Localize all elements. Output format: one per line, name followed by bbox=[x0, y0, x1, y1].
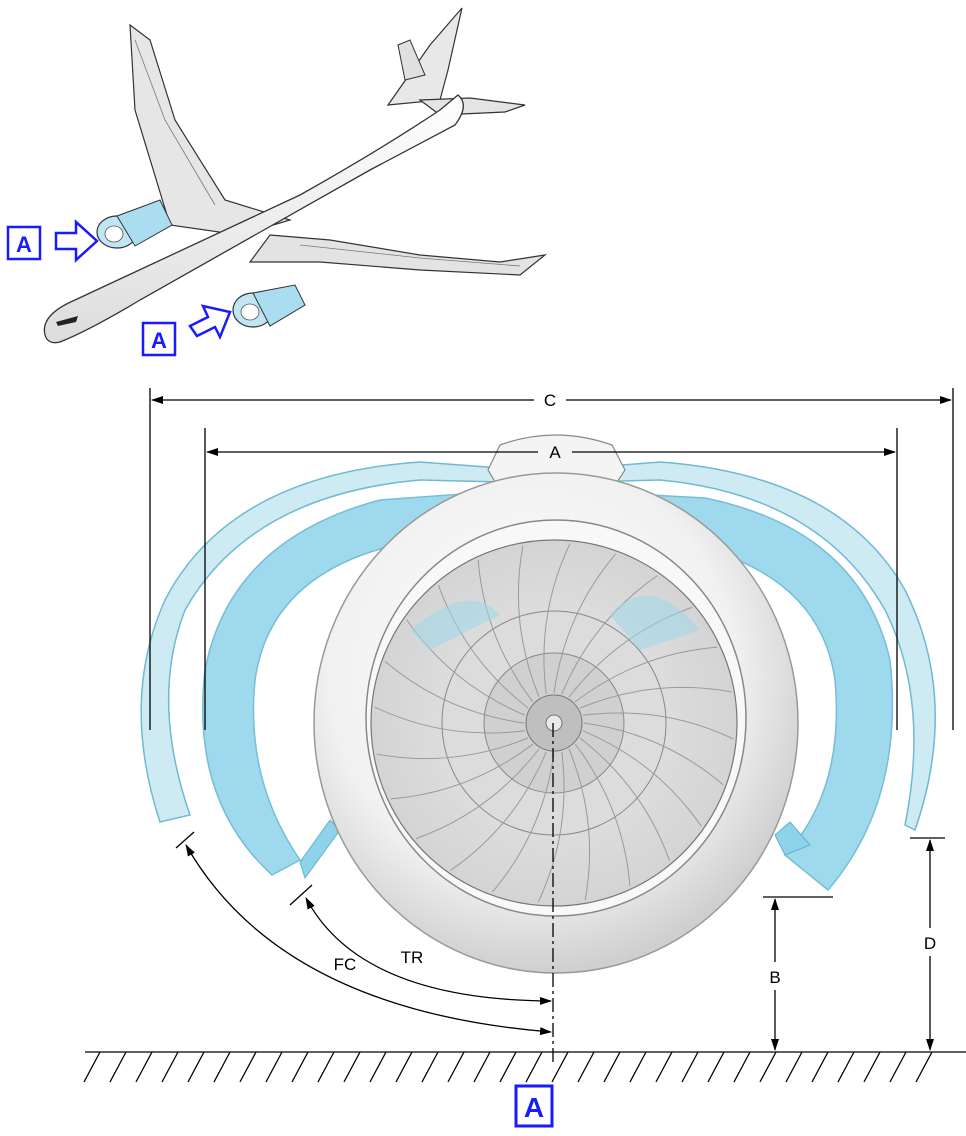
fan-blade bbox=[415, 748, 540, 840]
fan-blade bbox=[579, 686, 732, 709]
ground-hatch-line bbox=[109, 1051, 127, 1083]
ground-hatch-line bbox=[863, 1051, 881, 1083]
view-marker-lower: A bbox=[141, 304, 232, 357]
ground-hatch-line bbox=[161, 1051, 179, 1083]
view-label-lower: A bbox=[151, 328, 167, 353]
ground-hatch-line bbox=[811, 1051, 829, 1083]
ground-hatch-line bbox=[369, 1051, 387, 1083]
ground-hatch-line bbox=[837, 1051, 855, 1083]
aircraft-illustration bbox=[43, 7, 548, 344]
fan-blade bbox=[561, 575, 658, 695]
fan-blade bbox=[579, 737, 671, 862]
ground-hatch-line bbox=[577, 1051, 595, 1083]
fan-blade bbox=[574, 743, 631, 887]
fan-blade bbox=[437, 584, 529, 709]
ground-hatch-line bbox=[239, 1051, 257, 1083]
ground-hatch-line bbox=[603, 1051, 621, 1083]
dimension-label-c: C bbox=[544, 391, 556, 410]
ground-hatch-line bbox=[265, 1051, 283, 1083]
dimension-label-b: B bbox=[769, 968, 780, 987]
view-label-upper: A bbox=[16, 232, 32, 257]
ground-hatch bbox=[83, 1051, 966, 1083]
ground-hatch-line bbox=[551, 1051, 569, 1083]
ground-hatch-line bbox=[135, 1051, 153, 1083]
ground-hatch-line bbox=[343, 1051, 361, 1083]
ground-hatch-line bbox=[421, 1051, 439, 1083]
fan-blade bbox=[390, 743, 534, 800]
engine-front-view bbox=[140, 434, 936, 974]
ground-hatch-line bbox=[83, 1051, 101, 1083]
ground-hatch-line bbox=[499, 1051, 517, 1083]
fan-blade bbox=[517, 545, 540, 698]
dimension-label-a: A bbox=[549, 443, 561, 462]
view-marker-bottom: A bbox=[514, 1084, 554, 1128]
ground-hatch-line bbox=[213, 1051, 231, 1083]
fan-blade bbox=[553, 553, 617, 694]
ground-hatch-line bbox=[187, 1051, 205, 1083]
ground-hatch-line bbox=[733, 1051, 751, 1083]
ground-hatch-line bbox=[681, 1051, 699, 1083]
ground-hatch-line bbox=[655, 1051, 673, 1083]
fan-blade bbox=[583, 722, 724, 786]
fan-blade bbox=[477, 559, 534, 703]
view-arrow-icon bbox=[188, 304, 232, 341]
ground-hatch-line bbox=[447, 1051, 465, 1083]
fan-blade bbox=[582, 730, 702, 827]
fan-blade bbox=[574, 646, 718, 703]
fan-blade bbox=[543, 543, 571, 695]
ground-hatch-line bbox=[889, 1051, 907, 1083]
ground-hatch-line bbox=[629, 1051, 647, 1083]
dimension-lines bbox=[149, 388, 954, 1065]
view-marker-upper: A bbox=[6, 219, 99, 263]
dimension-label-d: D bbox=[924, 934, 936, 953]
fan-blade bbox=[568, 748, 591, 901]
ground-hatch-line bbox=[785, 1051, 803, 1083]
fan-blade bbox=[376, 737, 529, 760]
fan-blade bbox=[374, 706, 526, 734]
ground-hatch-line bbox=[291, 1051, 309, 1083]
ground-hatch-line bbox=[915, 1051, 933, 1083]
dimension-label-fc: FC bbox=[334, 955, 357, 974]
ground-hatch-line bbox=[707, 1051, 725, 1083]
view-arrow-icon bbox=[54, 219, 99, 263]
ground-hatch-line bbox=[525, 1051, 543, 1083]
fan-blade bbox=[384, 660, 525, 724]
ground-hatch-line bbox=[473, 1051, 491, 1083]
fan-blade bbox=[582, 712, 734, 740]
ground-hatch-line bbox=[317, 1051, 335, 1083]
ground-hatch-line bbox=[395, 1051, 413, 1083]
view-label-bottom: A bbox=[524, 1092, 544, 1123]
dimension-label-tr: TR bbox=[401, 948, 424, 967]
ground-hatch-line bbox=[759, 1051, 777, 1083]
